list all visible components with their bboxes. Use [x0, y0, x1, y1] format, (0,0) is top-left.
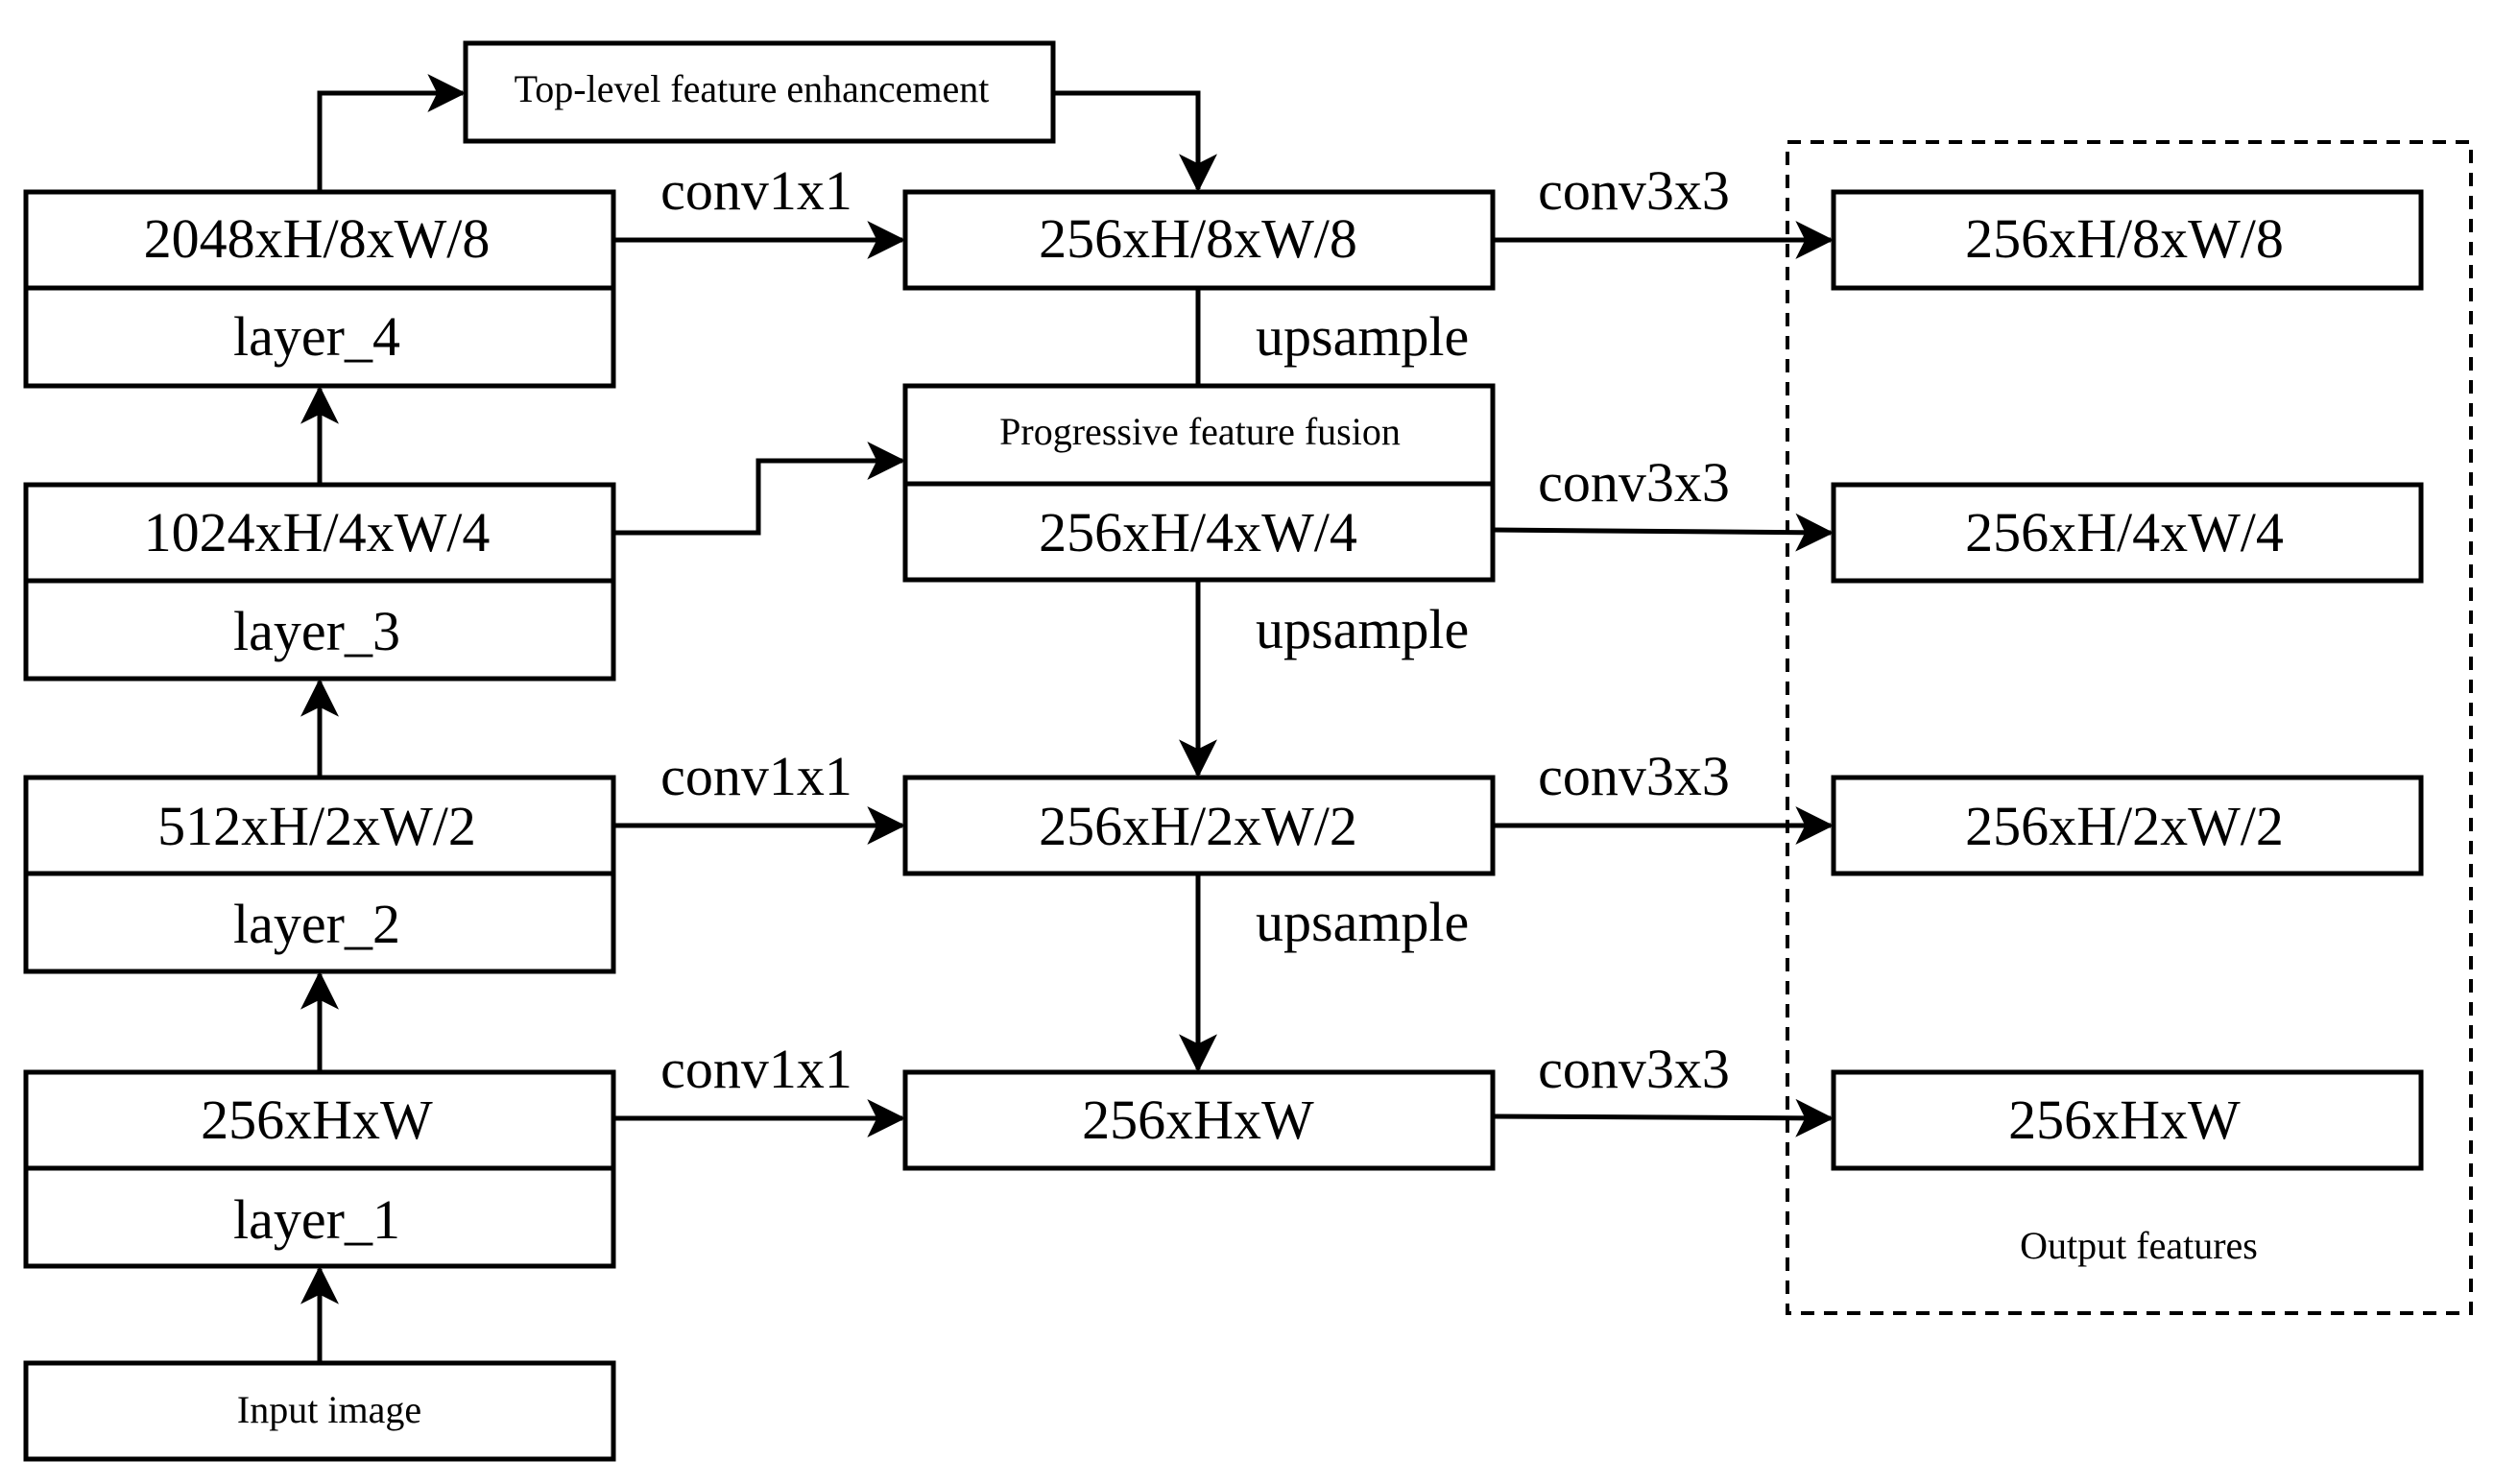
arrow-fpn4-to-output4 [1492, 513, 1835, 552]
conv1x1-label-3: conv1x1 [660, 1038, 852, 1100]
output-level4-node: 256xH/4xW/4 [1831, 482, 2424, 584]
conv3x3-label-3: conv3x3 [1538, 745, 1730, 807]
input-image-node: Input image [23, 1360, 616, 1462]
upsample-label-2: upsample [1256, 598, 1469, 660]
output-level2-node: 256xH/2xW/2 [1831, 775, 2424, 876]
encoder-column: Input image 256xHxW layer_1 512xH/2xW/2 … [23, 189, 616, 1462]
fpn-level1-node: 256xHxW [902, 1069, 1496, 1171]
arrow-layer3-to-fusion [613, 442, 906, 536]
layer-4-node: 2048xH/8xW/8 layer_4 [23, 189, 616, 389]
fpn-level8-label: 256xH/8xW/8 [1039, 207, 1357, 270]
layer-3-output-label: 1024xH/4xW/4 [144, 501, 491, 563]
upsample-label-3: upsample [1256, 891, 1469, 953]
top-level-enhancement-node: Top-level feature enhancement [463, 40, 1056, 144]
progressive-fusion-label: Progressive feature fusion [999, 410, 1401, 453]
conv3x3-label-1: conv3x3 [1538, 159, 1730, 222]
output-level1-node: 256xHxW [1831, 1069, 2424, 1171]
layer-3-node: 1024xH/4xW/4 layer_3 [23, 482, 616, 682]
progressive-fusion-node: Progressive feature fusion 256xH/4xW/4 [902, 383, 1496, 583]
fpn-level1-label: 256xHxW [1082, 1089, 1314, 1151]
layer-3-label: layer_3 [233, 600, 400, 662]
layer-1-label: layer_1 [233, 1188, 400, 1251]
layer-2-label: layer_2 [233, 893, 400, 955]
fpn-level4-label: 256xH/4xW/4 [1039, 501, 1357, 563]
fpn-level2-node: 256xH/2xW/2 [902, 775, 1496, 876]
fpn-level2-label: 256xH/2xW/2 [1039, 795, 1357, 857]
output-level2-label: 256xH/2xW/2 [1965, 795, 2284, 857]
layer-4-output-label: 2048xH/8xW/8 [144, 207, 491, 270]
arrow-layer4-to-enhancement [317, 74, 467, 192]
arrow-enhancement-to-fpn8 [1053, 90, 1217, 193]
output-level8-label: 256xH/8xW/8 [1965, 207, 2284, 270]
layer-2-node: 512xH/2xW/2 layer_2 [23, 775, 616, 974]
upsample-label-1: upsample [1256, 305, 1469, 368]
conv3x3-label-4: conv3x3 [1538, 1038, 1730, 1100]
conv3x3-label-2: conv3x3 [1538, 451, 1730, 514]
output-level8-node: 256xH/8xW/8 [1831, 189, 2424, 291]
input-image-label: Input image [237, 1388, 421, 1431]
output-features-border [1786, 140, 2473, 1315]
layer-1-output-label: 256xHxW [201, 1089, 433, 1151]
layer-2-output-label: 512xH/2xW/2 [157, 795, 476, 857]
output-features-group: 256xH/8xW/8 256xH/4xW/4 256xH/2xW/2 256x… [1786, 140, 2473, 1315]
output-level4-label: 256xH/4xW/4 [1965, 501, 2284, 563]
top-level-enhancement-label: Top-level feature enhancement [515, 67, 990, 110]
fpn-level8-node: 256xH/8xW/8 [902, 189, 1496, 291]
arrow-fpn1-to-output1 [1492, 1098, 1835, 1137]
layer-1-node: 256xHxW layer_1 [23, 1069, 616, 1269]
conv1x1-label-2: conv1x1 [660, 745, 852, 807]
output-level1-label: 256xHxW [2008, 1089, 2241, 1151]
output-features-label: Output features [2020, 1224, 2258, 1267]
layer-4-label: layer_4 [233, 305, 400, 368]
fpn-column: 256xH/8xW/8 Progressive feature fusion 2… [902, 189, 1496, 1171]
conv1x1-label-1: conv1x1 [660, 159, 852, 222]
